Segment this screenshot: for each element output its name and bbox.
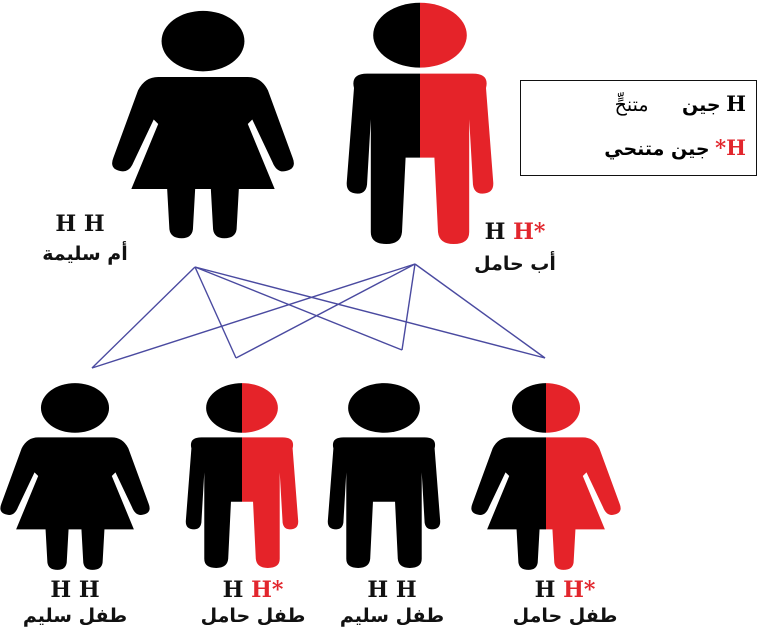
child-4-figure bbox=[471, 383, 621, 570]
father-figure bbox=[346, 2, 494, 245]
child-3-genotype: H H bbox=[367, 577, 417, 603]
child-1-label: طفل سليم bbox=[22, 605, 128, 627]
child-2-genotype: H H* bbox=[222, 577, 284, 603]
figures bbox=[0, 2, 621, 570]
child-2-figure bbox=[185, 383, 299, 569]
cross-line-1-2 bbox=[194, 266, 237, 359]
cross-line-1-4 bbox=[194, 266, 546, 359]
cross-line-2-3 bbox=[401, 263, 416, 351]
mother-figure bbox=[112, 10, 294, 239]
child-1-figure bbox=[0, 383, 150, 570]
child-4-label: طفل حامل bbox=[512, 605, 618, 627]
legend-dominant-allele: H bbox=[726, 91, 746, 116]
child-3-figure bbox=[327, 383, 441, 568]
father-label: أب حامل bbox=[474, 253, 556, 275]
child-1-genotype: H H bbox=[50, 577, 100, 603]
legend-recessive-text: جين متنحي bbox=[604, 138, 710, 160]
child-3-label: طفل سليم bbox=[339, 605, 445, 627]
cross-line-1-1 bbox=[91, 266, 196, 369]
cross-lines bbox=[91, 263, 546, 369]
child-4-genotype: H H* bbox=[534, 577, 596, 603]
cross-line-2-1 bbox=[91, 263, 416, 369]
legend-dominant-text: جين bbox=[682, 94, 721, 116]
mother-genotype: H H bbox=[55, 211, 105, 237]
father-genotype: H H* bbox=[484, 219, 546, 245]
legend-recessive-allele: H* bbox=[715, 135, 746, 160]
cross-line-2-4 bbox=[414, 263, 546, 359]
legend-box: H جين متنحٍّ H* جين متنحي bbox=[520, 80, 757, 176]
child-2-label: طفل حامل bbox=[200, 605, 306, 627]
legend-recessive: H* جين متنحي bbox=[604, 135, 746, 160]
cross-line-2-2 bbox=[235, 263, 416, 359]
legend-dominant: H جين متنحٍّ bbox=[615, 91, 746, 116]
mother-label: أم سليمة bbox=[42, 243, 128, 265]
legend-dominant-word: متنحٍّ bbox=[614, 94, 649, 116]
cross-line-1-3 bbox=[194, 266, 403, 351]
